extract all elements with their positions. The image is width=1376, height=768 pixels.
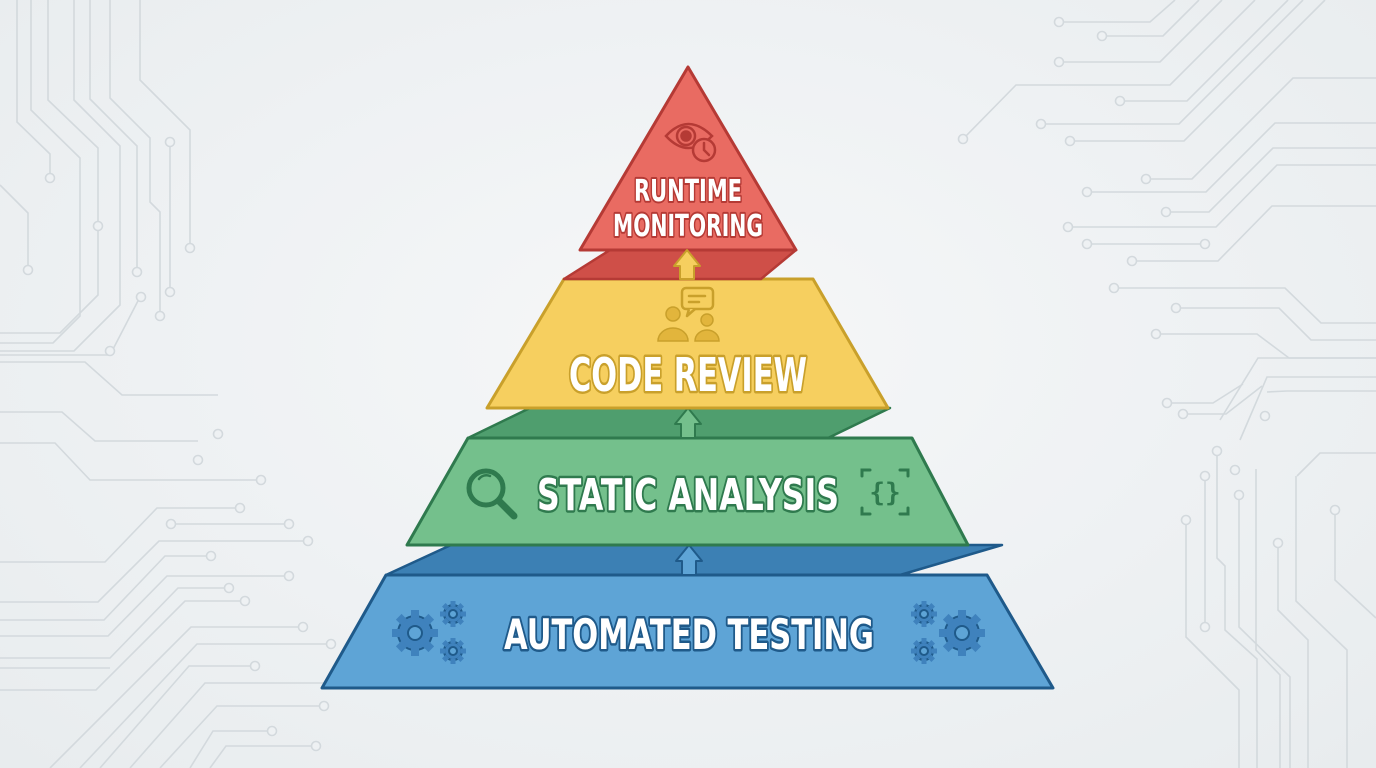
tier-label-automated-testing: AUTOMATED TESTING [504, 610, 874, 659]
svg-text:{}: {} [869, 478, 900, 508]
magnifier-icon [466, 468, 518, 520]
gears-icon [911, 601, 985, 664]
up-arrow-icon [673, 249, 701, 280]
tier-code-review: CODE REVIEW [485, 277, 890, 410]
reviewers-chat-icon [657, 286, 720, 342]
tier-label-static-analysis: STATIC ANALYSIS [537, 470, 839, 521]
tier-label-runtime-line2: MONITORING [613, 209, 763, 244]
tier-front-face [320, 573, 1055, 690]
tier-label-code-review: CODE REVIEW [569, 348, 807, 402]
up-arrow-icon [675, 544, 703, 576]
tier-static-analysis: {} STATIC ANALYSIS [405, 406, 970, 547]
tier-runtime-monitoring: RUNTIME MONITORING [562, 65, 798, 281]
eye-clock-icon [664, 122, 717, 163]
circuit-traces-left [0, 0, 337, 768]
gears-icon [392, 601, 466, 664]
tier-automated-testing: AUTOMATED TESTING [320, 543, 1055, 690]
circuit-traces-right [957, 0, 1376, 768]
up-arrow-icon [674, 407, 702, 439]
tier-label-runtime-line1: RUNTIME [634, 174, 742, 209]
tier-front-face [405, 436, 970, 547]
code-braces-icon: {} [860, 468, 910, 516]
